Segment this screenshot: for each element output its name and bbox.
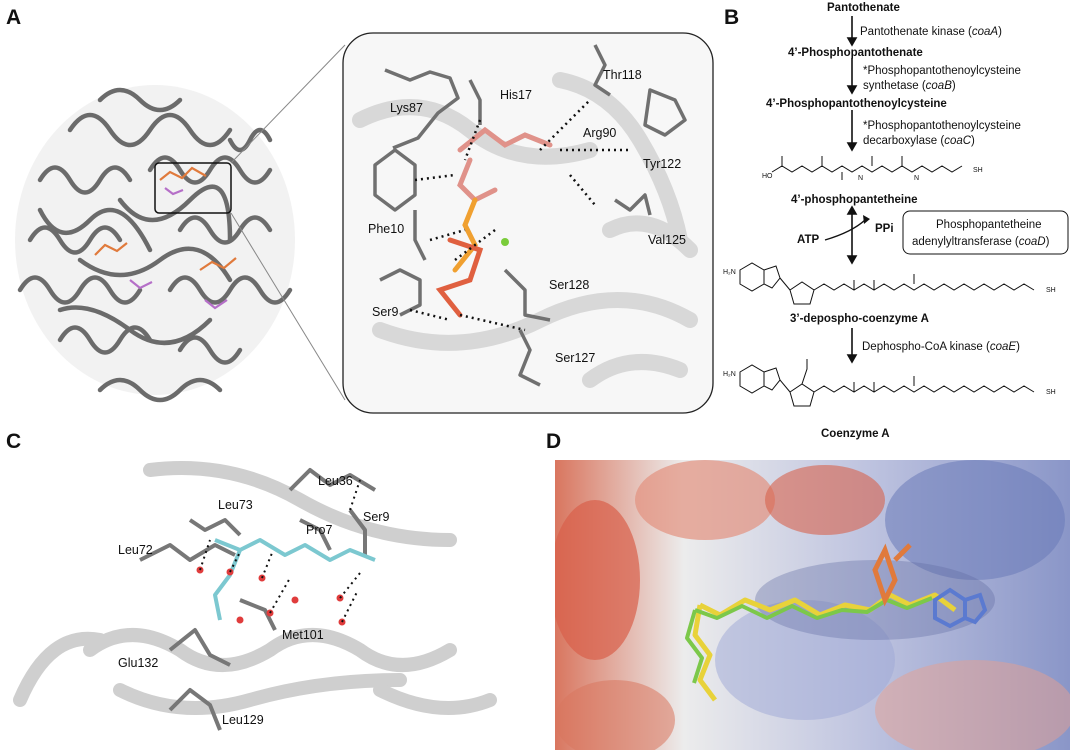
panel-c-figure: Leu36 Leu73 Pro7 Ser9 Leu72 Met101 Glu13… [13,461,497,731]
residue-label-c-2: Pro7 [306,523,332,537]
ligand-sticks-overview [94,166,237,310]
panel-c-residue-sticks [139,468,377,731]
phosphopantothenate-label: 4’-Phosphopantothenate [788,47,923,59]
coad-line2: adenylyltransferase (coaD) [912,236,1050,248]
residue-label-a-6: Val125 [648,233,686,247]
step1-enzyme: Pantothenate kinase (coaA) [860,26,1002,38]
residue-label-c-7: Leu129 [222,713,264,727]
coad-box [902,210,1069,255]
ligand-sticks-zoom [435,126,553,318]
zoom-line-bottom [230,212,346,401]
ppc-label: 4’-Phosphopantothenoylcysteine [766,98,947,110]
atom-ho: HO [762,173,773,180]
residue-label-a-5: Phe10 [368,222,404,236]
residue-label-a-3: Arg90 [583,126,616,140]
step1-gene: coaA [972,26,999,38]
step2-close: ) [952,80,956,92]
step3-line2: decarboxylase (coaC) [863,135,975,147]
residue-label-a-2: Thr118 [603,68,642,82]
residue-label-a-0: Lys87 [390,101,423,115]
atom-sh2: SH [1046,287,1056,294]
pantothenate-label: Pantothenate [827,2,900,14]
binding-site-ribbons [352,72,698,388]
step5-gene: coaE [990,341,1017,353]
step1-close: ) [998,26,1002,38]
panel-c-ribbons [13,461,497,715]
atp-ppi-arrowhead [863,215,870,224]
docked-ligand-phosphates [872,543,912,607]
residue-label-a-4: Tyr122 [643,157,681,171]
coad-close: ) [1046,236,1050,248]
pathway-arrows [846,16,858,364]
structure-phosphopantetheine [771,156,963,180]
panel-d-letter: D [546,430,562,453]
panel-c-letter: C [6,430,22,453]
coa-label: Coenzyme A [821,428,890,440]
structure-coenzyme-a [739,359,1035,407]
step2-line2: synthetase (coaB) [863,80,956,92]
atom-s: SH [973,167,983,174]
step2-line1: *Phosphopantothenoylcysteine [863,65,1021,77]
step3-gene: coaC [944,135,972,147]
panel-c-ligand [213,538,376,621]
residue-label-c-1: Leu73 [218,498,253,512]
ppi-label: PPi [875,223,894,235]
docked-ligand-green [685,596,933,684]
protein-overview [15,85,295,403]
atom-n1: N [858,175,863,182]
hbond-dashes [409,99,630,332]
residue-label-c-0: Leu36 [318,474,353,488]
residue-label-a-8: Ser9 [372,305,398,319]
step3-line2-text: decarboxylase ( [863,135,944,147]
step2-line2-text: synthetase ( [863,80,926,92]
residue-label-c-3: Ser9 [363,510,389,524]
residue-label-c-4: Leu72 [118,543,153,557]
coad-line2-text: adenylyltransferase ( [912,236,1019,248]
zoom-line-top [230,44,346,164]
panel-a-letter: A [6,6,22,29]
residue-label-c-6: Glu132 [118,656,158,670]
atp-ppi-curve [824,219,866,241]
dpcoa-label: 3’-depospho-coenzyme A [790,313,929,325]
residue-label-a-1: His17 [500,88,532,102]
panel-b-letter: B [724,6,740,29]
metal-ion [501,238,509,246]
residue-sticks [373,44,687,387]
step5-enzyme-text: Dephospho-CoA kinase ( [862,341,990,353]
step5-close: ) [1016,341,1020,353]
step2-gene: coaB [926,80,953,92]
atom-n2: N [914,175,919,182]
atom-sh3: SH [1046,389,1056,396]
panel-c-hbonds [199,479,361,623]
panel-d-figure [555,460,1070,750]
step3-line1: *Phosphopantothenoylcysteine [863,120,1021,132]
atom-h2n-2: H₂N [723,371,736,378]
atom-h2n: H₂N [723,269,736,276]
atp-label: ATP [797,234,819,246]
zoom-box [154,162,232,214]
coad-gene: coaD [1019,236,1046,248]
step5-enzyme: Dephospho-CoA kinase (coaE) [862,341,1020,353]
structure-dephospho-coa [739,262,1035,305]
residue-label-c-5: Met101 [282,628,324,642]
residue-label-a-9: Ser127 [555,351,595,365]
panel-b-pathway: Pantothenate Pantothenate kinase (coaA) … [723,2,1069,440]
step1-enzyme-text: Pantothenate kinase ( [860,26,972,38]
surface-patches [555,460,1070,750]
docked-ligand-adenine [933,587,988,629]
step3-close: ) [971,135,975,147]
panel-a-figure: Lys87 His17 Thr118 Arg90 Tyr122 Phe10 Va… [15,32,714,414]
residue-label-a-7: Ser128 [549,278,589,292]
coad-line1: Phosphopantetheine [936,219,1042,231]
ppant-label: 4’-phosphopantetheine [791,194,918,206]
binding-site-frame [342,32,714,414]
